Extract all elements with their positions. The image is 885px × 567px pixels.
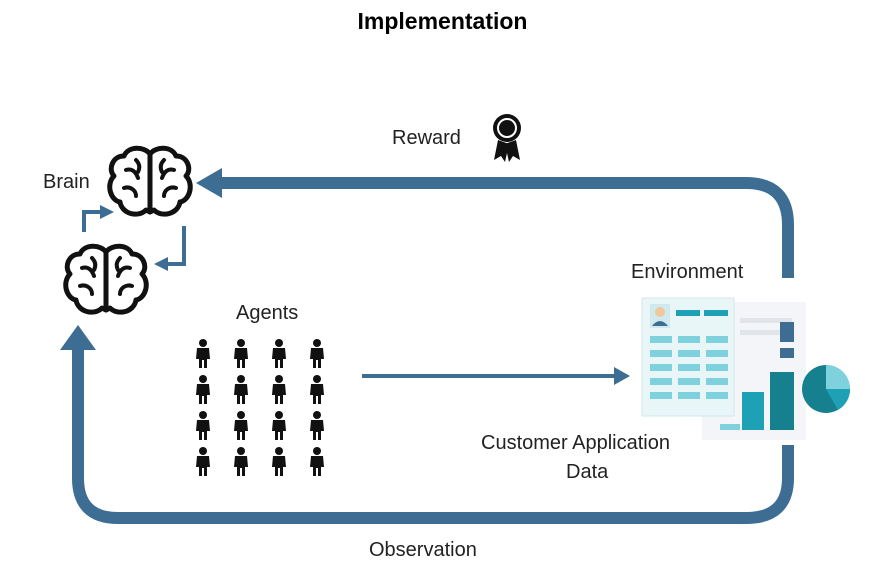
environment-label: Environment (631, 261, 744, 283)
person-icon (310, 375, 324, 404)
environment-caption-line2: Data (566, 461, 609, 483)
observation-arrow-line (72, 348, 794, 524)
reward-arrowhead (196, 168, 222, 198)
person-icon (196, 375, 210, 404)
observation-arrowhead (60, 325, 96, 350)
person-icon (310, 411, 324, 440)
reward-label: Reward (392, 127, 461, 149)
environment-caption-line1: Customer Application (481, 432, 670, 454)
action-arrowhead (614, 367, 630, 385)
person-icon (234, 411, 248, 440)
person-icon (272, 339, 286, 368)
person-icon (196, 447, 210, 476)
person-icon (272, 411, 286, 440)
person-icon (310, 339, 324, 368)
person-icon (234, 339, 248, 368)
person-icon (272, 447, 286, 476)
person-icon (234, 375, 248, 404)
person-icon (310, 447, 324, 476)
person-icon (272, 375, 286, 404)
person-icon (196, 339, 210, 368)
observation-label: Observation (369, 539, 477, 561)
page-title: Implementation (357, 8, 528, 34)
person-icon (196, 411, 210, 440)
brain-icon (66, 246, 147, 312)
brain-cycle-arrow-up (82, 210, 102, 232)
reward-arrow-line (220, 177, 794, 278)
report-dashboard-icon (641, 297, 851, 440)
agents-grid (196, 339, 324, 476)
person-icon (234, 447, 248, 476)
agents-label: Agents (236, 302, 299, 324)
brain-label: Brain (43, 171, 90, 193)
award-ribbon-icon (493, 114, 521, 162)
brain-cycle-arrowhead-up (100, 205, 114, 219)
brain-cycle-arrowhead-down (154, 257, 168, 271)
brain-cycle-arrow-down (166, 226, 186, 266)
brain-icon (110, 148, 191, 214)
